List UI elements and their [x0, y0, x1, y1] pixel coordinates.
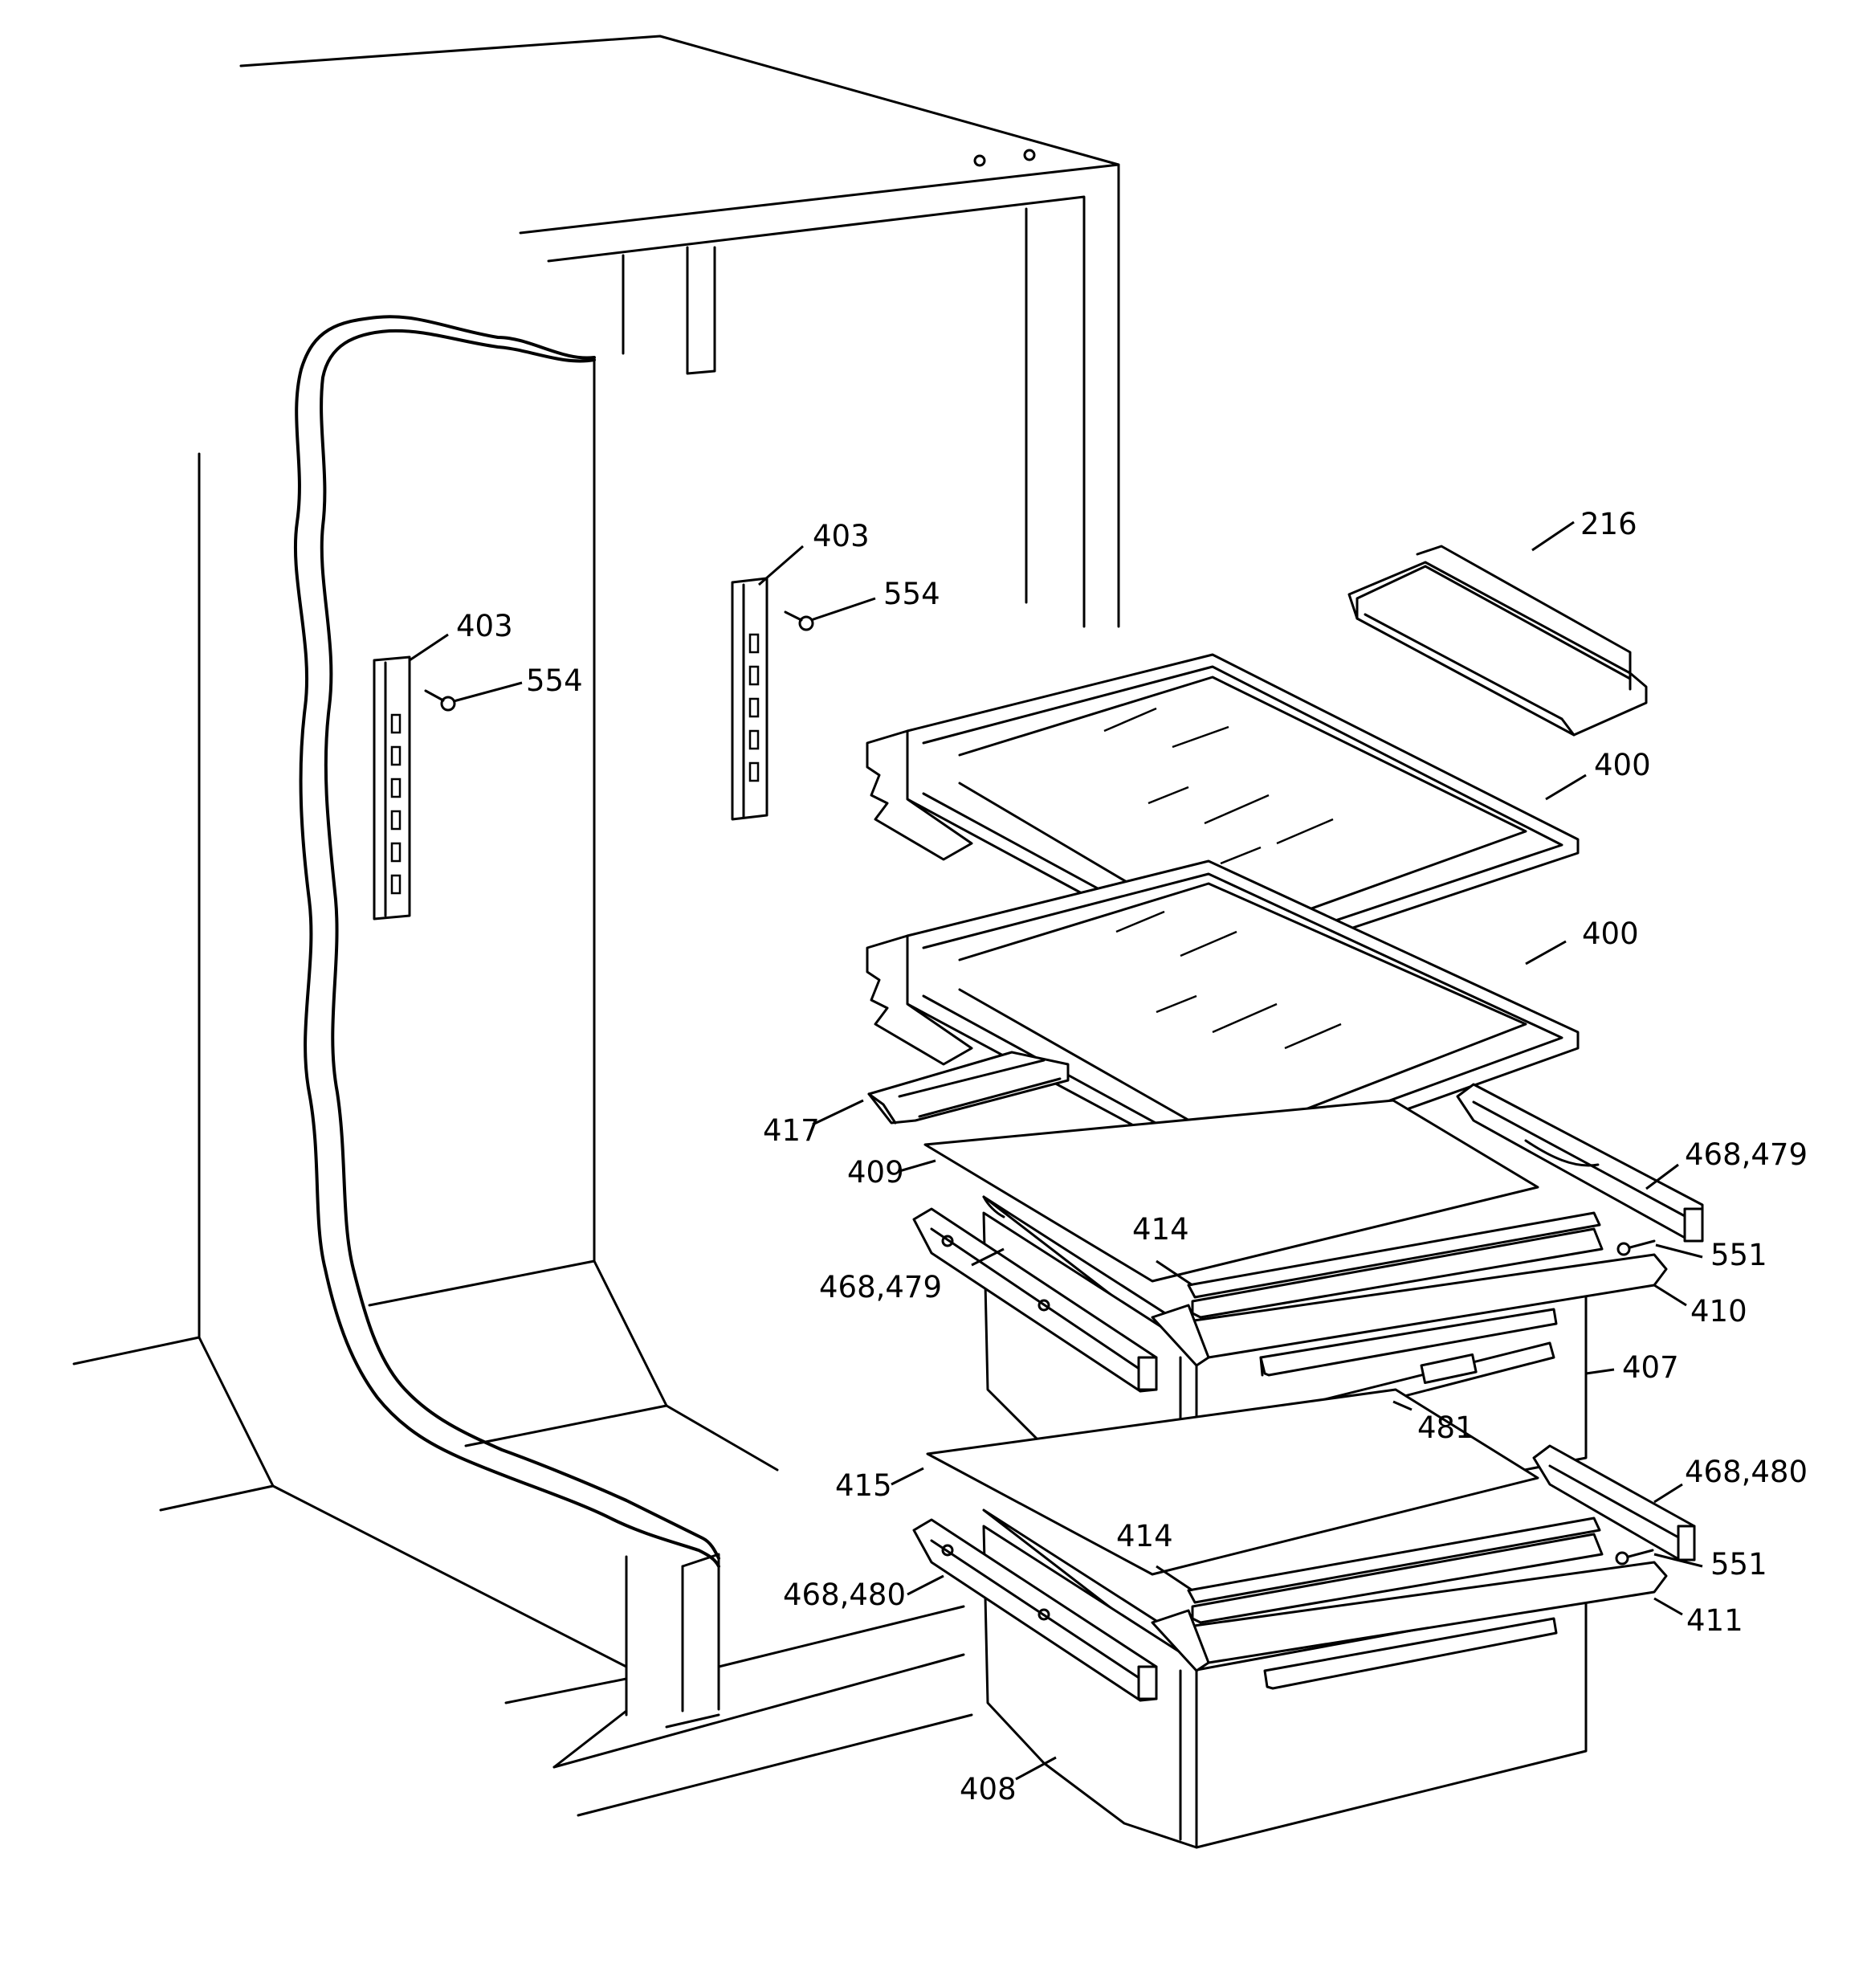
label-400-lower: 400 — [1582, 916, 1639, 951]
label-407: 407 — [1622, 1350, 1679, 1385]
leader-lines — [409, 520, 1703, 1781]
label-411: 411 — [1686, 1603, 1743, 1638]
callout-labels: 216 400 400 403 403 554 554 417 409 468,… — [456, 507, 1808, 1806]
slide-rail-upper-left — [912, 1207, 1158, 1393]
label-400-upper: 400 — [1594, 748, 1651, 782]
slide-rail-lower-left — [912, 1518, 1158, 1702]
label-414-upper: 414 — [1132, 1212, 1189, 1247]
label-409: 409 — [847, 1155, 904, 1190]
shelf-support-right — [731, 577, 768, 821]
screw-551-lower — [1615, 1549, 1654, 1565]
label-414-lower: 414 — [1116, 1519, 1173, 1553]
screw-551-upper — [1616, 1239, 1656, 1256]
label-417: 417 — [763, 1113, 820, 1148]
label-554-right: 554 — [883, 577, 940, 611]
crisper-pan-lower-408 — [982, 1508, 1668, 1849]
slide-rail-upper-right — [1456, 1083, 1704, 1243]
refrigerator-cabinet — [72, 35, 1120, 1817]
label-554-left: 554 — [526, 663, 583, 698]
label-468-480-left: 468,480 — [783, 1578, 906, 1612]
screw-554-right — [784, 610, 814, 631]
label-216: 216 — [1580, 507, 1637, 541]
label-410: 410 — [1690, 1294, 1747, 1329]
label-481: 481 — [1417, 1410, 1474, 1445]
shelf-support-left — [373, 655, 411, 921]
label-468-480-right: 468,480 — [1685, 1455, 1808, 1489]
label-551-lower: 551 — [1710, 1547, 1767, 1582]
label-415: 415 — [835, 1468, 892, 1503]
pan-cover-glass-409 — [923, 1099, 1539, 1283]
pan-cover-glass-415 — [926, 1388, 1539, 1576]
glass-shelf-upper — [866, 653, 1580, 972]
label-551-upper: 551 — [1710, 1238, 1767, 1272]
label-468-479-left: 468,479 — [819, 1270, 942, 1304]
cover-support-417 — [867, 1051, 1070, 1125]
glass-shelf-lower — [866, 859, 1580, 1176]
slide-rail-lower-right — [1532, 1444, 1696, 1561]
door-bin-216 — [1347, 545, 1648, 737]
label-408: 408 — [960, 1772, 1017, 1806]
label-403-left: 403 — [456, 609, 513, 643]
label-403-right: 403 — [813, 519, 870, 553]
label-468-479-right: 468,479 — [1685, 1137, 1808, 1172]
screw-554-left — [424, 689, 456, 712]
